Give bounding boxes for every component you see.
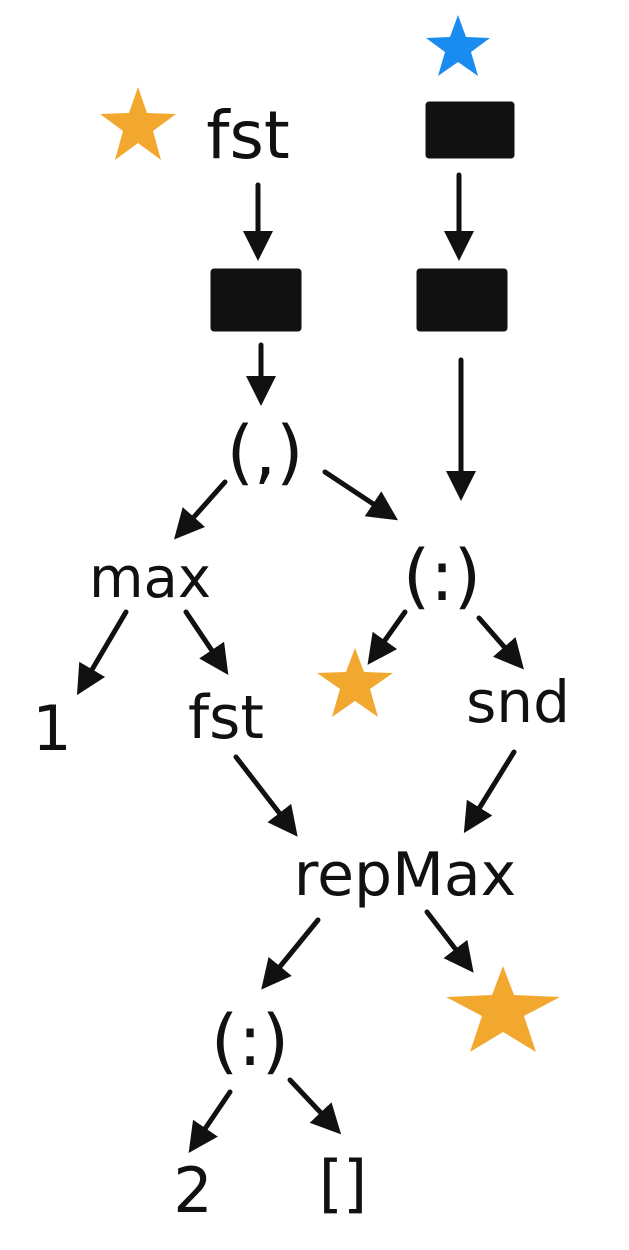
thunk-box	[210, 268, 302, 332]
edge	[367, 609, 408, 665]
node-snd: snd	[466, 668, 570, 736]
node-cons-bottom: (:)	[211, 1000, 289, 1082]
node-fst-top: fst	[206, 97, 290, 174]
blue-star-icon	[426, 15, 490, 76]
edge	[476, 615, 524, 670]
node-pair-constructor: (,)	[227, 411, 304, 493]
orange-star-icon	[100, 87, 176, 160]
orange-star-icon	[317, 648, 393, 717]
edge	[174, 479, 228, 540]
edge	[183, 609, 229, 675]
node-two: 2	[173, 1154, 212, 1227]
node-fst-mid: fst	[188, 683, 264, 753]
node-rep-max: repMax	[294, 840, 516, 910]
thunk-box	[416, 268, 508, 332]
node-max: max	[89, 546, 211, 611]
edge	[76, 609, 129, 696]
edge	[424, 909, 474, 973]
node-empty-list: []	[319, 1147, 367, 1220]
orange-star-icon	[446, 966, 560, 1052]
node-one: 1	[32, 692, 71, 765]
edge	[188, 1089, 233, 1153]
edge	[233, 754, 298, 837]
edge	[463, 749, 517, 834]
edge	[322, 469, 399, 521]
edge	[261, 917, 321, 990]
node-cons-right: (:)	[403, 535, 481, 617]
thunk-box	[425, 101, 515, 159]
edge	[287, 1077, 342, 1135]
